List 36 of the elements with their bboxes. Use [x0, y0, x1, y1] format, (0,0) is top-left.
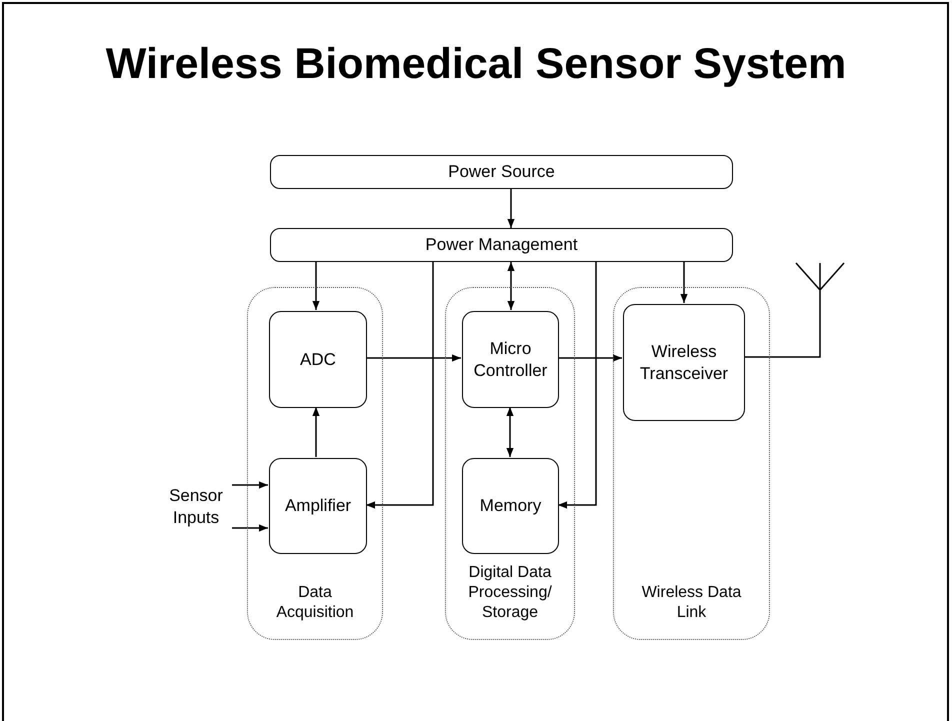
arrow — [680, 262, 688, 303]
arrow — [558, 354, 622, 362]
block-box — [462, 311, 559, 408]
group-label: Wireless Data Link — [640, 583, 742, 623]
arrow — [312, 407, 320, 457]
power-bar — [270, 228, 733, 262]
block-label: Micro Controller — [472, 338, 548, 382]
title: Wireless Biomedical Sensor System — [104, 39, 848, 90]
connector-line — [744, 296, 821, 358]
arrow — [366, 354, 461, 362]
block-box — [623, 304, 745, 421]
group-panel — [445, 287, 575, 640]
power-bar — [270, 155, 733, 189]
group-label: Data Acquisition — [275, 583, 355, 623]
arrow — [558, 262, 597, 509]
input-label: Sensor Inputs — [168, 484, 224, 528]
block-label: Memory — [478, 495, 542, 517]
arrow — [312, 262, 320, 310]
arrow — [506, 407, 514, 457]
block-label: Wireless Transceiver — [638, 340, 730, 384]
arrow — [232, 524, 268, 532]
block-label: Amplifier — [284, 495, 352, 517]
block-box — [462, 458, 559, 554]
block-box — [269, 458, 367, 554]
group-panel — [613, 287, 770, 640]
antenna-symbol — [795, 262, 845, 296]
arrow — [507, 189, 515, 228]
block-label: Power Management — [424, 234, 579, 256]
block-label: Power Source — [447, 161, 556, 183]
block-box — [269, 311, 367, 408]
group-label: Digital Data Processing/ Storage — [467, 563, 553, 623]
group-panel — [247, 287, 383, 640]
block-label: ADC — [299, 348, 337, 370]
arrow — [232, 481, 268, 489]
arrow — [507, 262, 515, 310]
arrow — [366, 262, 434, 509]
